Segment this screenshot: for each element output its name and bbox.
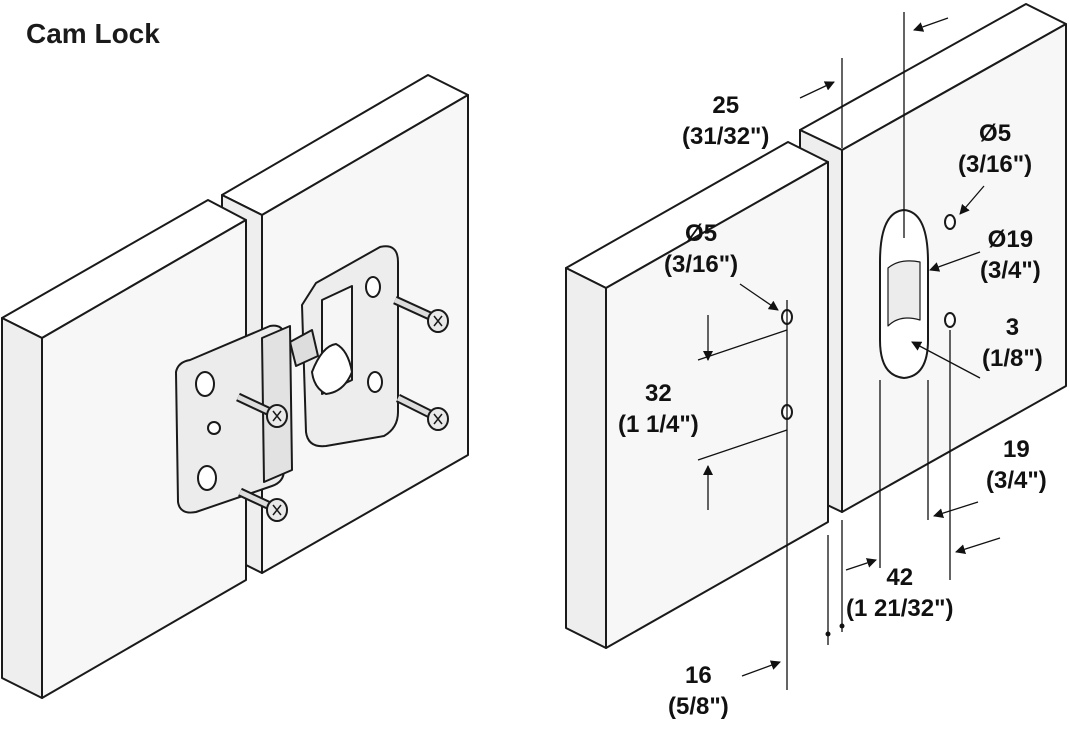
hinge-plate [175, 324, 293, 514]
screw-2 [395, 393, 449, 431]
dim-hole-dia-right: Ø5 (3/16") [958, 120, 1033, 178]
screw-4 [238, 487, 288, 522]
dim-hole-dia-left: Ø5 (3/16") [664, 220, 739, 278]
dim-cam-dia: Ø19 (3/4") [980, 226, 1041, 284]
drilled-panel-right [799, 3, 1067, 513]
cam-plate [289, 245, 399, 448]
dim-hole-edge-left: 16 (5/8") [668, 662, 729, 720]
drilled-panel-left [565, 141, 829, 649]
drill-hole-right-top [944, 214, 956, 230]
dim-panel-thickness: 25 (31/32") [682, 92, 770, 150]
diagram-title: Cam Lock [26, 18, 160, 49]
cam-recess [879, 209, 929, 379]
edge-marker-1 [825, 631, 831, 637]
screw-3 [236, 392, 288, 428]
drill-hole-right-bottom [944, 312, 956, 328]
edge-marker-2 [839, 623, 845, 629]
dim-hole-edge-right: 19 (3/4") [986, 436, 1047, 494]
dim-cam-edge: 42 (1 21/32") [846, 564, 954, 622]
assembled-panel-left [1, 199, 247, 699]
dim-cam-offset: 3 (1/8") [982, 314, 1043, 372]
dimension-lines [697, 12, 1001, 690]
screw-1 [393, 295, 449, 333]
dim-hole-spacing: 32 (1 1/4") [618, 380, 699, 438]
